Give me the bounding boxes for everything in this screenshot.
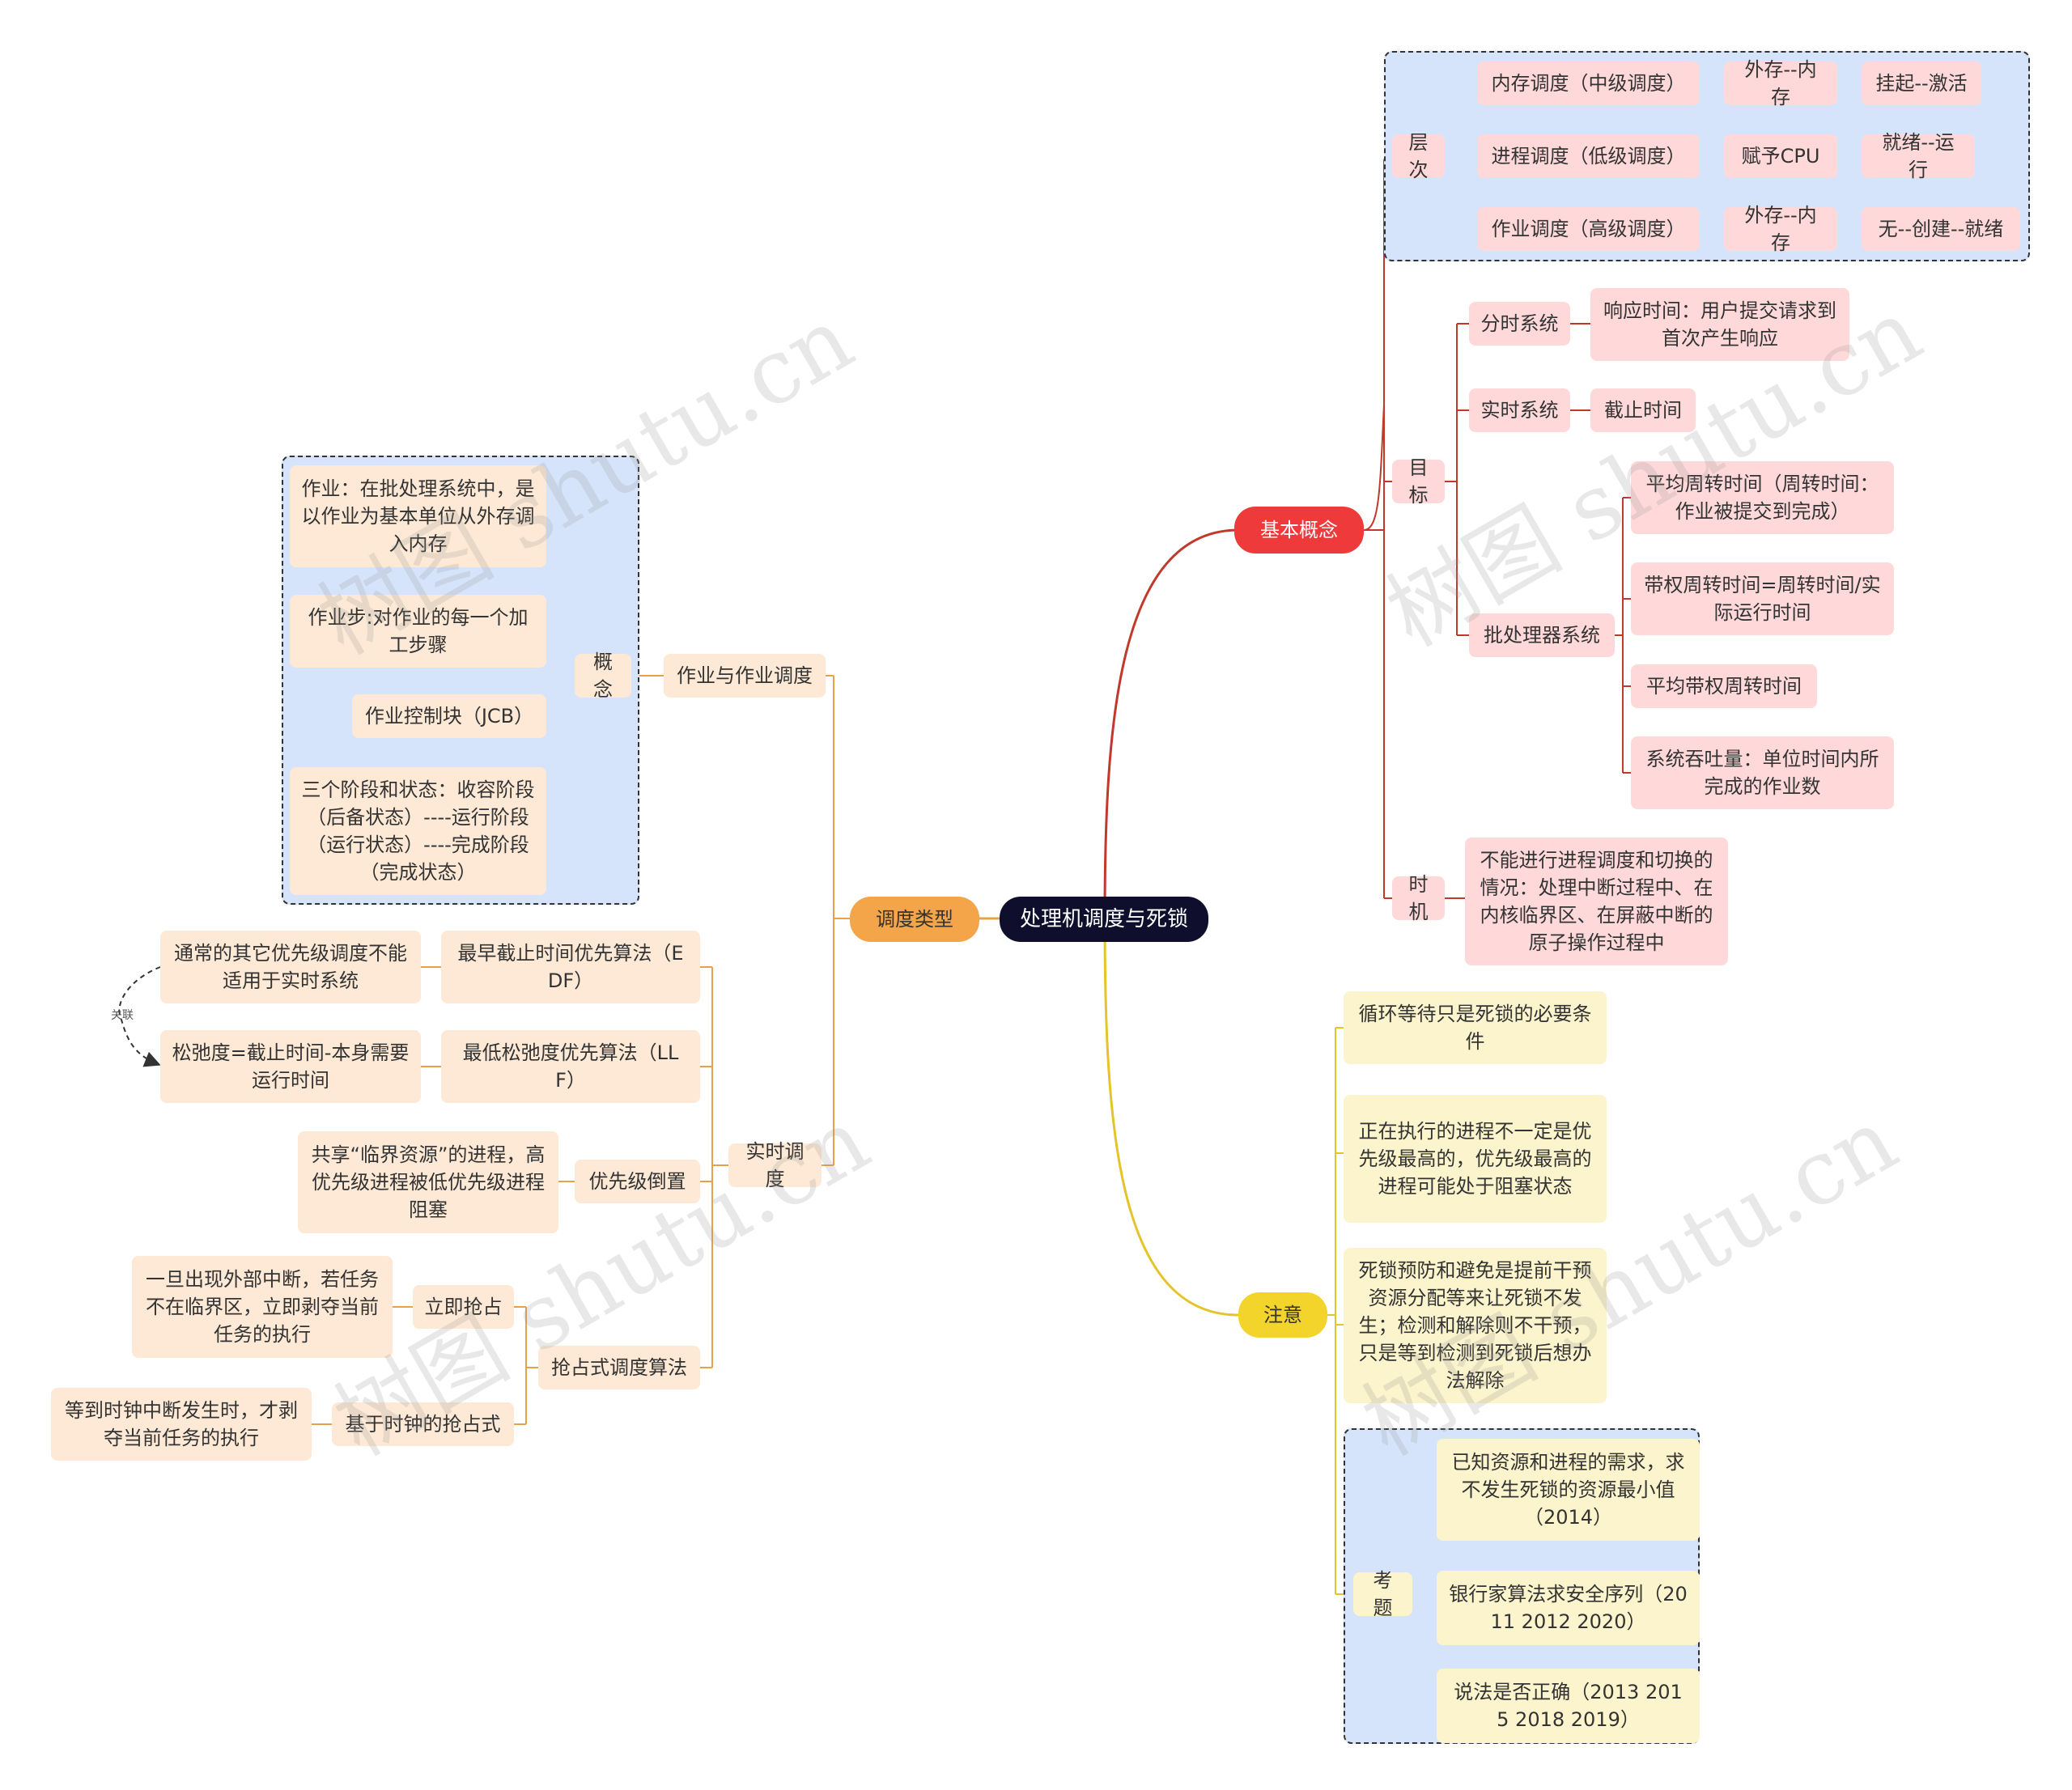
llf-desc[interactable]: 松弛度=截止时间-本身需要运行时间	[160, 1030, 421, 1103]
topic-high-schedule[interactable]: 作业调度（高级调度）	[1477, 207, 1700, 251]
topic-low-schedule[interactable]: 进程调度（低级调度）	[1477, 134, 1700, 178]
job-item-4[interactable]: 三个阶段和状态：收容阶段（后备状态）----运行阶段（运行状态）----完成阶段…	[290, 767, 546, 895]
topic-batch-item-1[interactable]: 平均周转时间（周转时间：作业被提交到完成）	[1631, 461, 1894, 534]
topic-mid-state[interactable]: 挂起--激活	[1862, 62, 1981, 105]
topic-batch-item-3[interactable]: 平均带权周转时间	[1631, 664, 1817, 708]
topic-batch-item-2[interactable]: 带权周转时间=周转时间/实际运行时间	[1631, 562, 1894, 635]
topic-schedule-types[interactable]: 调度类型	[850, 897, 979, 942]
topic-realtime-desc[interactable]: 截止时间	[1590, 388, 1696, 432]
topic-high-state[interactable]: 无--创建--就绪	[1862, 207, 2020, 251]
topic-batch-item-4[interactable]: 系统吞吐量：单位时间内所完成的作业数	[1631, 736, 1894, 809]
topic-priority-inversion[interactable]: 优先级倒置	[575, 1160, 700, 1203]
exam-item-1[interactable]: 已知资源和进程的需求，求不发生死锁的资源最小值（2014）	[1437, 1439, 1700, 1541]
job-item-3[interactable]: 作业控制块（JCB）	[352, 694, 546, 738]
note-item-2[interactable]: 正在执行的进程不一定是优先级最高的，优先级最高的进程可能处于阻塞状态	[1344, 1095, 1607, 1223]
clock-desc[interactable]: 等到时钟中断发生时，才剥夺当前任务的执行	[51, 1388, 312, 1461]
topic-exam[interactable]: 考题	[1353, 1569, 1412, 1619]
topic-low-state[interactable]: 就绪--运行	[1862, 131, 1975, 181]
topic-high-move[interactable]: 外存--内存	[1724, 204, 1837, 254]
topic-timing[interactable]: 时机	[1392, 873, 1445, 923]
topic-realtime-system[interactable]: 实时系统	[1469, 388, 1570, 432]
topic-low-cpu[interactable]: 赋予CPU	[1724, 134, 1837, 178]
topic-job-scheduling[interactable]: 作业与作业调度	[664, 654, 826, 698]
exam-item-3[interactable]: 说法是否正确（2013 2015 2018 2019）	[1437, 1669, 1700, 1743]
edf-desc[interactable]: 通常的其它优先级调度不能适用于实时系统	[160, 931, 421, 1003]
topic-realtime-scheduling[interactable]: 实时调度	[728, 1140, 822, 1190]
immediate-desc[interactable]: 一旦出现外部中断，若任务不在临界区，立即剥夺当前任务的执行	[132, 1256, 393, 1358]
topic-notes[interactable]: 注意	[1238, 1292, 1327, 1338]
topic-basic-concept[interactable]: 基本概念	[1234, 507, 1364, 554]
topic-mid-schedule[interactable]: 内存调度（中级调度）	[1477, 62, 1700, 105]
topic-edf[interactable]: 最早截止时间优先算法（EDF）	[441, 931, 700, 1003]
topic-batch-system[interactable]: 批处理器系统	[1469, 613, 1615, 657]
inversion-desc[interactable]: 共享“临界资源”的进程，高优先级进程被低优先级进程阻塞	[298, 1131, 558, 1233]
relation-arrow	[118, 966, 161, 1067]
exam-item-2[interactable]: 银行家算法求安全序列（2011 2012 2020）	[1437, 1571, 1700, 1645]
topic-timeshare-desc[interactable]: 响应时间：用户提交请求到首次产生响应	[1590, 288, 1849, 361]
relation-label: 关联	[111, 1009, 134, 1022]
topic-job-concept[interactable]: 概念	[575, 651, 631, 701]
root-topic[interactable]: 处理机调度与死锁	[1000, 897, 1208, 942]
job-item-1[interactable]: 作业：在批处理系统中，是以作业为基本单位从外存调入内存	[290, 465, 546, 567]
topic-immediate-preempt[interactable]: 立即抢占	[413, 1285, 514, 1329]
link-root-notes	[1103, 918, 1239, 1317]
link-root-basic	[1103, 528, 1239, 919]
topic-mid-move[interactable]: 外存--内存	[1724, 58, 1837, 108]
topic-preemptive[interactable]: 抢占式调度算法	[538, 1346, 700, 1389]
topic-clock-preempt[interactable]: 基于时钟的抢占式	[332, 1402, 514, 1446]
topic-goal[interactable]: 目标	[1392, 456, 1445, 507]
job-item-2[interactable]: 作业步:对作业的每一个加工步骤	[290, 595, 546, 668]
note-item-3[interactable]: 死锁预防和避免是提前干预资源分配等来让死锁不发生；检测和解除则不干预，只是等到检…	[1344, 1248, 1607, 1403]
topic-llf[interactable]: 最低松弛度优先算法（LLF）	[441, 1030, 700, 1103]
note-item-1[interactable]: 循环等待只是死锁的必要条件	[1344, 991, 1607, 1064]
topic-level[interactable]: 层次	[1392, 131, 1445, 181]
topic-timeshare[interactable]: 分时系统	[1469, 302, 1570, 346]
topic-timing-desc[interactable]: 不能进行进程调度和切换的情况：处理中断过程中、在内核临界区、在屏蔽中断的原子操作…	[1465, 838, 1728, 965]
